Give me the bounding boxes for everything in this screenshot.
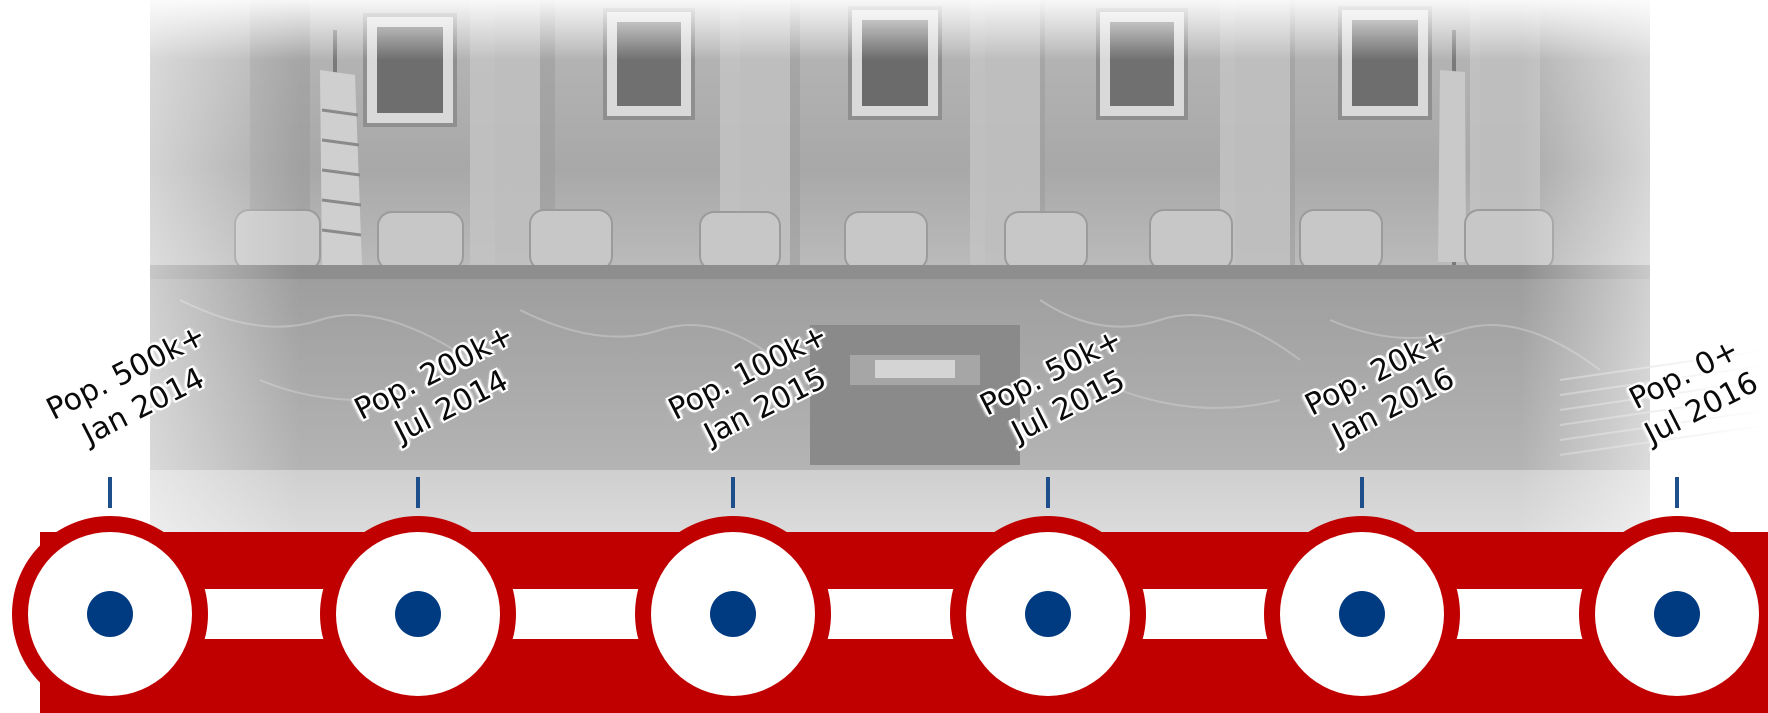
chain-link-connector bbox=[1454, 589, 1585, 639]
timeline-marker-dot bbox=[1339, 591, 1385, 637]
chain-link-connector bbox=[825, 589, 956, 639]
timeline-marker-dot bbox=[1654, 591, 1700, 637]
timeline-tick bbox=[731, 477, 735, 508]
chain-link-connector bbox=[510, 589, 641, 639]
timeline-marker-dot bbox=[87, 591, 133, 637]
timeline-tick bbox=[1675, 477, 1679, 508]
timeline-ticks bbox=[108, 477, 1679, 508]
timeline-tick bbox=[416, 477, 420, 508]
timeline-tick bbox=[108, 477, 112, 508]
timeline-marker-dot bbox=[1025, 591, 1071, 637]
timeline-tick bbox=[1360, 477, 1364, 508]
timeline-tick bbox=[1046, 477, 1050, 508]
chain-link-connector bbox=[1140, 589, 1270, 639]
timeline-marker-dot bbox=[710, 591, 756, 637]
chain-link-connector bbox=[202, 589, 326, 639]
timeline-marker-dot bbox=[395, 591, 441, 637]
